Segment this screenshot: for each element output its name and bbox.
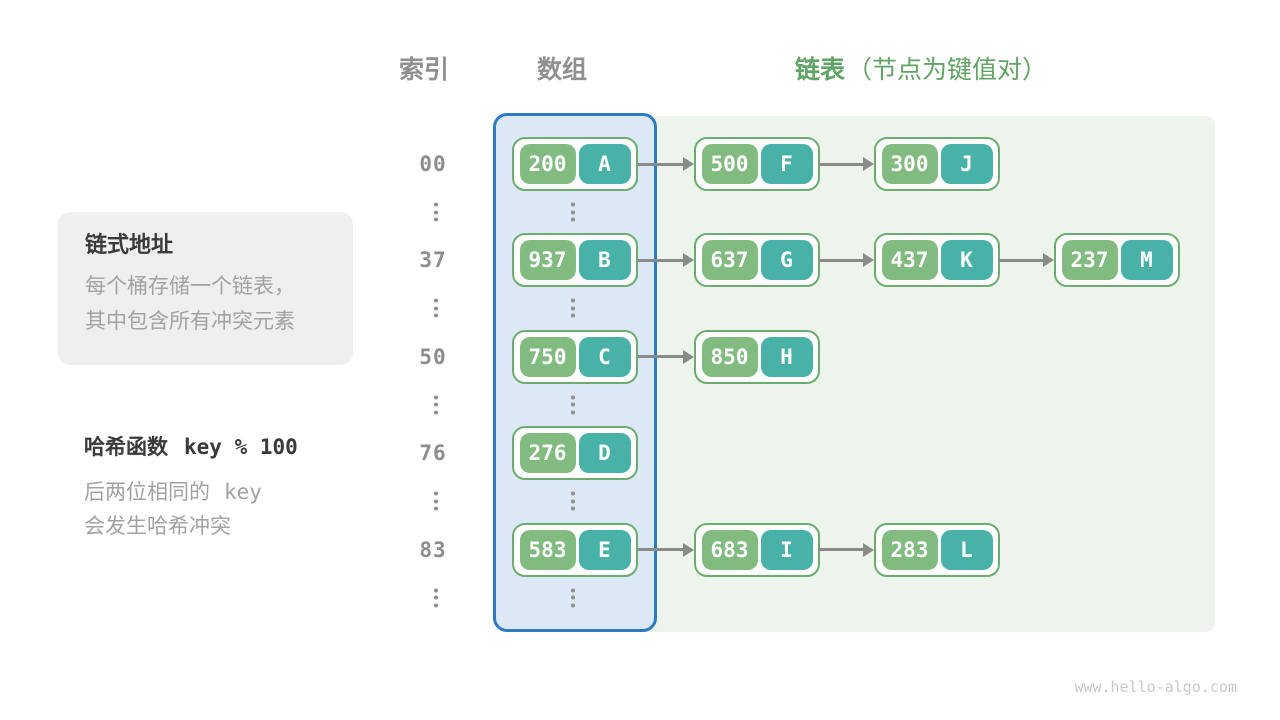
ellipsis-dots	[571, 298, 575, 318]
node-key: 683	[701, 529, 758, 570]
ellipsis-dots	[434, 395, 438, 415]
ellipsis-dots	[571, 491, 575, 511]
node-value: M	[1120, 240, 1173, 281]
node-key: 637	[701, 240, 758, 281]
bucket-index: 50	[419, 344, 447, 369]
node-value: C	[578, 336, 631, 377]
bucket-index: 76	[419, 441, 447, 466]
node-key: 500	[701, 144, 758, 184]
node-key: 850	[701, 336, 758, 377]
node-key: 750	[519, 336, 576, 377]
arrow	[638, 542, 694, 557]
ellipsis-dots	[571, 202, 575, 222]
arrow	[638, 253, 694, 268]
column-header-list: 链表（节点为键值对）	[795, 56, 1047, 84]
column-header-index: 索引	[398, 56, 450, 84]
node-key: 300	[881, 144, 938, 184]
ellipsis-dots	[571, 395, 575, 415]
ellipsis-dots	[571, 588, 575, 608]
arrow	[638, 157, 694, 171]
arrow	[638, 349, 694, 364]
ellipsis-dots	[434, 491, 438, 511]
node-value: D	[578, 433, 631, 474]
arrow	[818, 542, 874, 557]
arrow	[818, 253, 874, 268]
node-key: 437	[881, 240, 938, 281]
node-value: E	[578, 529, 631, 570]
list-header-label: 链表	[795, 56, 846, 84]
hash-function-label: 哈希函数	[84, 436, 168, 459]
arrow	[818, 157, 874, 171]
node-key: 583	[519, 529, 576, 570]
bucket-index: 37	[419, 248, 447, 273]
node-value: I	[760, 529, 813, 570]
node-value: B	[578, 240, 631, 281]
ellipsis-dots	[434, 588, 438, 608]
hash-function-title: 哈希函数 key % 100	[84, 434, 298, 461]
hash-function-formula: key % 100	[184, 435, 298, 459]
node-key: 200	[519, 144, 576, 184]
node-value: G	[760, 240, 813, 281]
watermark: www.hello-algo.com	[1074, 678, 1237, 696]
concept-callout: 链式地址 每个桶存储一个链表， 其中包含所有冲突元素	[58, 212, 353, 365]
key-code: key	[224, 480, 262, 504]
node-key: 937	[519, 240, 576, 281]
node-value: H	[760, 336, 813, 377]
list-header-note: （节点为键值对）	[847, 56, 1048, 84]
ellipsis-dots	[434, 298, 438, 318]
callout-title: 链式地址	[85, 232, 174, 257]
node-key: 283	[881, 529, 938, 570]
node-value: K	[940, 240, 993, 281]
bucket-index: 00	[419, 152, 447, 176]
callout-line: 其中包含所有冲突元素	[85, 310, 295, 333]
column-header-array: 数组	[536, 56, 588, 84]
node-value: J	[940, 144, 993, 184]
arrow	[998, 253, 1054, 268]
callout-line: 每个桶存储一个链表，	[85, 275, 295, 298]
node-value: A	[578, 144, 631, 184]
node-key: 237	[1061, 240, 1118, 281]
node-value: F	[760, 144, 813, 184]
bucket-index: 83	[419, 537, 447, 562]
ellipsis-dots	[434, 202, 438, 222]
node-value: L	[940, 529, 993, 570]
node-key: 276	[519, 433, 576, 474]
hash-note-line: 会发生哈希冲突	[84, 515, 231, 538]
